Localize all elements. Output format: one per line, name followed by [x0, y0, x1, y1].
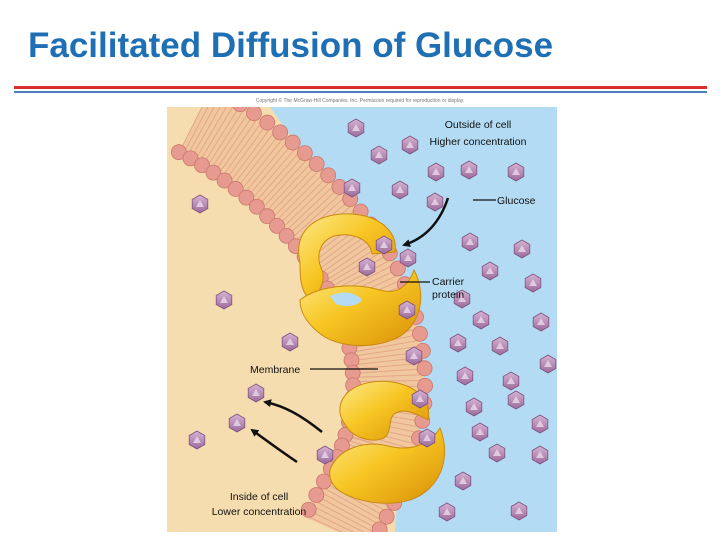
phospholipid-head: [372, 522, 387, 537]
outside-cell-label: Outside of cell: [445, 119, 512, 131]
protein-label: protein: [432, 289, 464, 301]
carrier-label: Carrier: [432, 276, 465, 288]
phospholipid-head: [204, 80, 219, 95]
higher-concentration-label: Higher concentration: [430, 136, 527, 148]
phospholipid-head: [260, 115, 275, 130]
phospholipid-head: [417, 361, 432, 376]
phospholipid-head: [309, 487, 324, 502]
lower-concentration-label: Lower concentration: [212, 506, 307, 518]
phospholipid-head: [285, 135, 300, 150]
phospholipid-head: [273, 125, 288, 140]
glucose-label: Glucose: [497, 195, 536, 207]
phospholipid-head: [246, 106, 261, 121]
membrane-label: Membrane: [250, 364, 300, 376]
phospholipid-head: [309, 157, 324, 172]
inside-cell-label: Inside of cell: [230, 491, 288, 503]
phospholipid-head: [233, 97, 248, 112]
phospholipid-head: [321, 168, 336, 183]
phospholipid-head: [412, 326, 427, 341]
phospholipid-head: [316, 474, 331, 489]
phospholipid-head: [366, 534, 381, 540]
phospholipid-head: [218, 88, 233, 103]
phospholipid-head: [297, 146, 312, 161]
